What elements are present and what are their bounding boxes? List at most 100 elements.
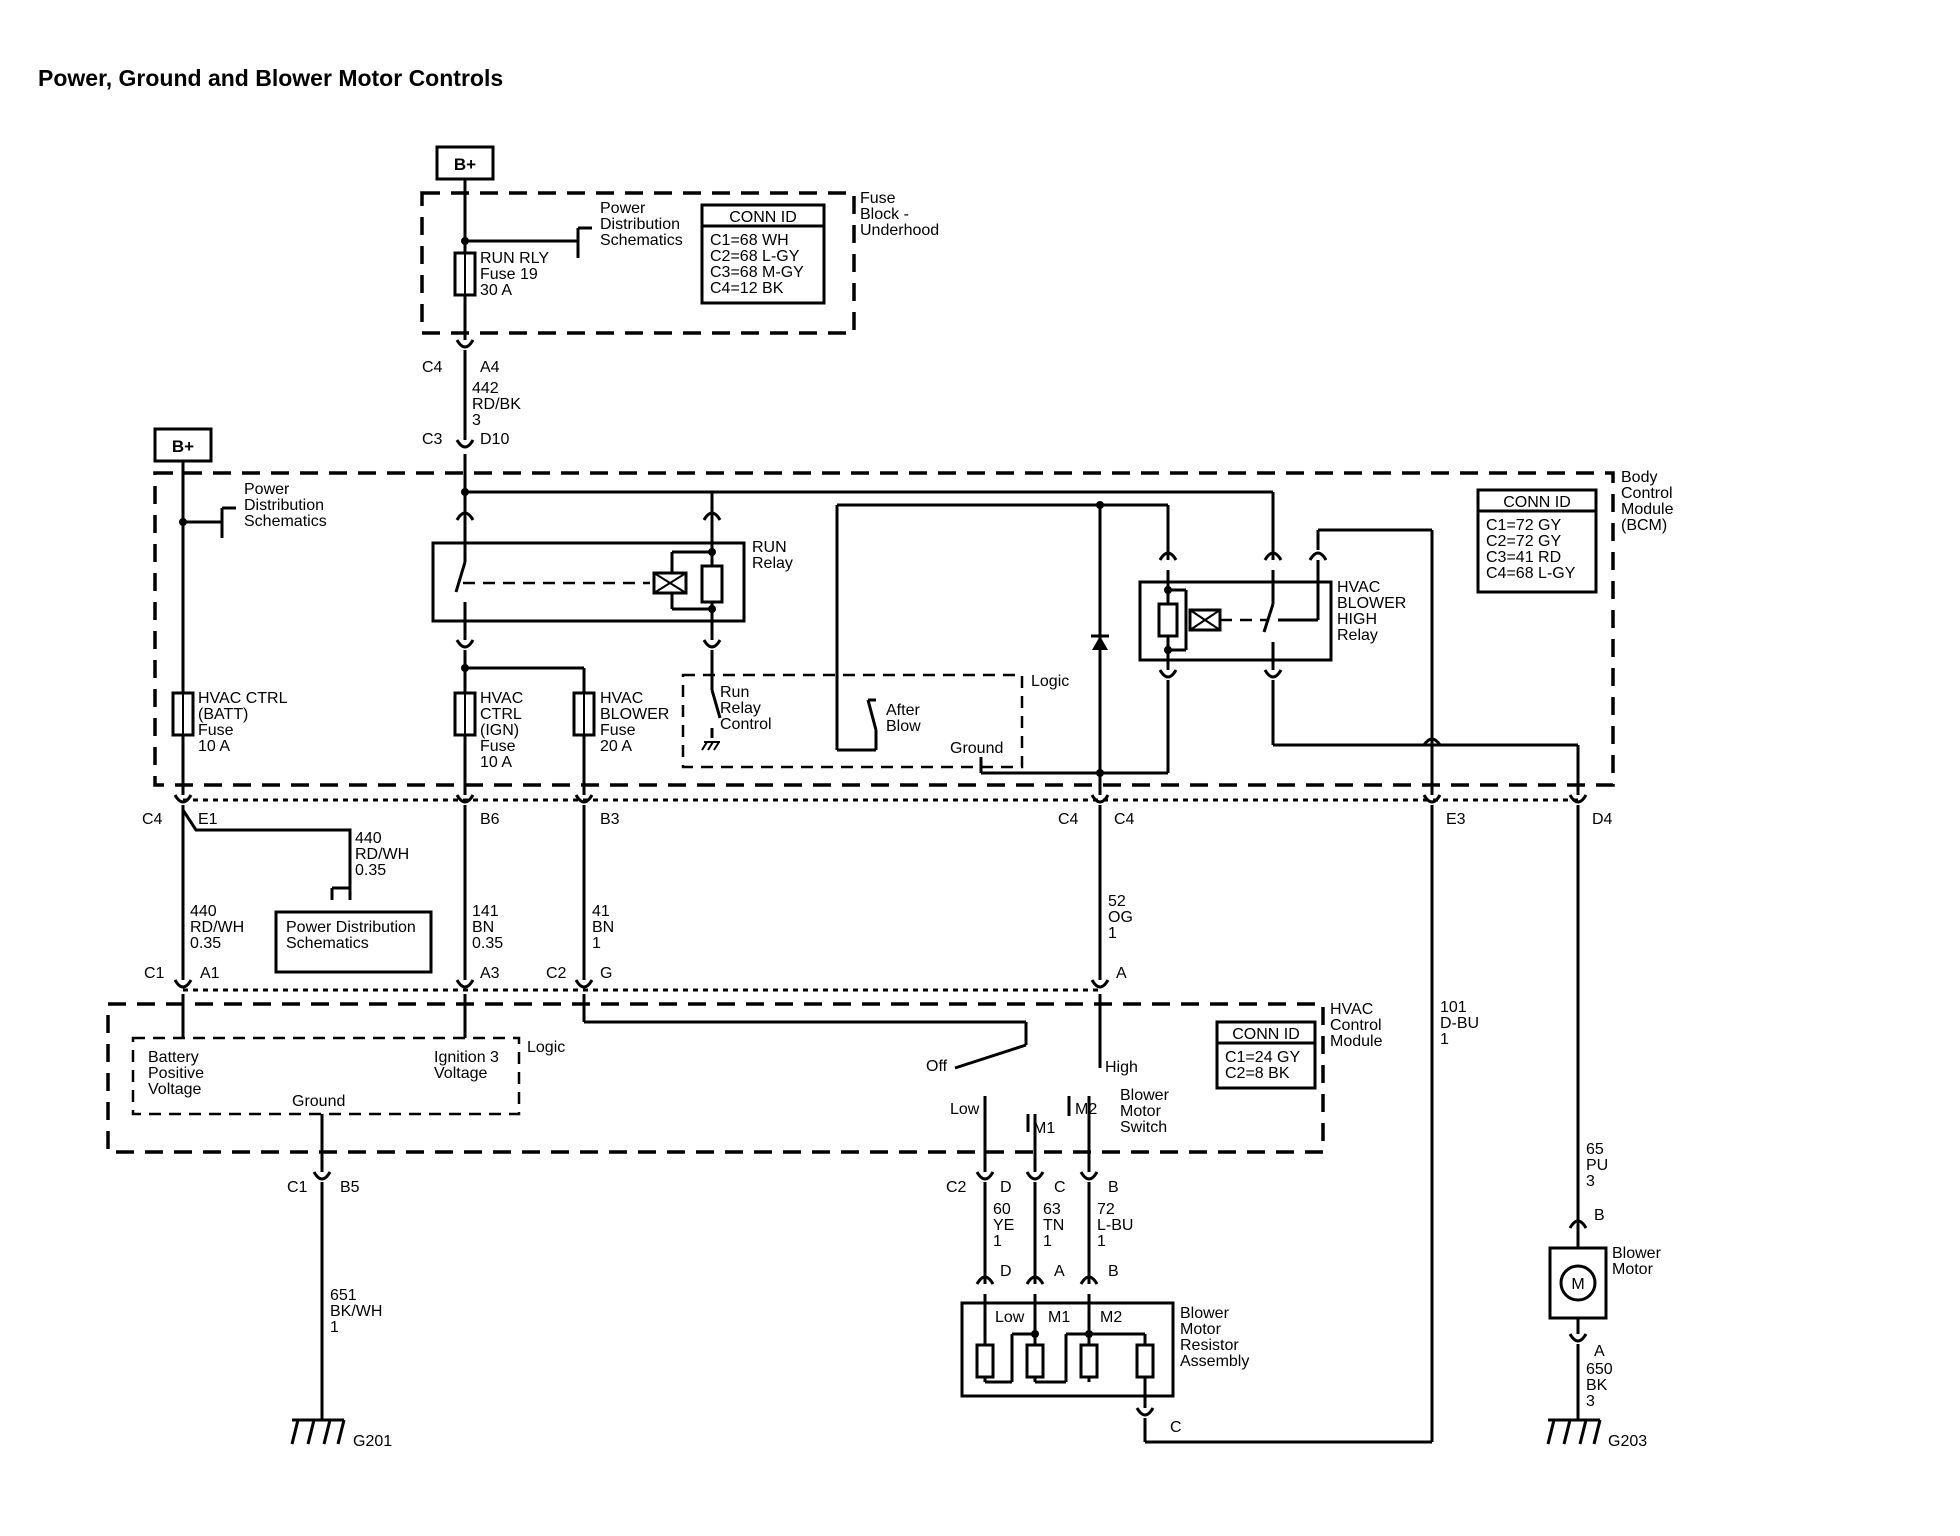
bcm-logic-label: Logic bbox=[1031, 673, 1069, 690]
connector-label: C bbox=[1054, 1179, 1066, 1196]
wire-651-label: 1 bbox=[330, 1319, 339, 1336]
wire-442-label: 442 bbox=[472, 380, 499, 397]
connector-label: E3 bbox=[1446, 811, 1466, 828]
wire-650-label: 650 bbox=[1586, 1361, 1613, 1378]
connector-label: C2 bbox=[946, 1179, 967, 1196]
switch-high-label: High bbox=[1105, 1059, 1138, 1076]
bcm-conn-id-table bbox=[1476, 488, 1598, 594]
wire-72-label: 72 bbox=[1097, 1201, 1115, 1218]
connector-label: A bbox=[1054, 1263, 1065, 1280]
battery-label-left: B+ bbox=[172, 437, 194, 456]
hvac-control-module: HVAC Control Module Logic Battery Positi… bbox=[106, 994, 1383, 1172]
connector-c4-a4-icon bbox=[455, 339, 475, 349]
connector-label: C2 bbox=[546, 965, 567, 982]
resistor-label: Blower bbox=[1180, 1305, 1230, 1322]
run-rly-fuse-label-3: 30 A bbox=[480, 282, 512, 299]
ground-g201-icon bbox=[290, 1418, 346, 1445]
wire-101-label: 1 bbox=[1440, 1031, 1449, 1048]
blower-switch-label: Switch bbox=[1120, 1119, 1167, 1136]
ignition3-label: Voltage bbox=[434, 1065, 487, 1082]
hvac-conn-id-title: CONN ID bbox=[1232, 1026, 1300, 1043]
connector-label: C4 bbox=[142, 811, 163, 828]
wire-52-label: 1 bbox=[1108, 925, 1117, 942]
fuse-block-conn-id-table bbox=[700, 203, 826, 305]
hvac-ctrl-batt-fuse-label: Fuse bbox=[198, 722, 234, 739]
bcm-power-dist-3: Schematics bbox=[244, 513, 327, 530]
wire-440-label: 440 bbox=[190, 903, 217, 920]
switch-low-label: Low bbox=[950, 1101, 980, 1118]
hvac-module-outline bbox=[106, 1002, 1325, 1154]
connector-label: B5 bbox=[340, 1179, 360, 1196]
connector-label: A3 bbox=[480, 965, 500, 982]
resistor-icon bbox=[1079, 1343, 1099, 1379]
resistor-icon bbox=[975, 1343, 995, 1379]
connector-label: A bbox=[1594, 1343, 1605, 1360]
motor-icon bbox=[1559, 1264, 1597, 1302]
bcm-label: (BCM) bbox=[1621, 517, 1667, 534]
wire-63-label: TN bbox=[1043, 1217, 1064, 1234]
power-dist-box-label: Schematics bbox=[286, 935, 369, 952]
bcm-conn-row: C1=72 GY bbox=[1486, 517, 1561, 534]
wire-440-label: 440 bbox=[355, 830, 382, 847]
battery-positive-label: Voltage bbox=[148, 1081, 201, 1098]
bcm-conn-id-title: CONN ID bbox=[1503, 494, 1571, 511]
bcm-label: Body bbox=[1621, 469, 1657, 486]
switch-m2-label: M2 bbox=[1075, 1101, 1097, 1118]
connector-label: B bbox=[1108, 1179, 1119, 1196]
connector-label: C4 bbox=[422, 359, 443, 376]
wire-101-label: 101 bbox=[1440, 999, 1467, 1016]
bcm-outline bbox=[153, 471, 1615, 787]
connector-label: E1 bbox=[198, 811, 218, 828]
wire-63-label: 1 bbox=[1043, 1233, 1052, 1250]
hvac-blower-fuse-label: HVAC bbox=[600, 690, 643, 707]
bcm-logic-box bbox=[681, 673, 1024, 769]
hvac-logic-label: Logic bbox=[527, 1039, 565, 1056]
hvac-module-label: Control bbox=[1330, 1017, 1382, 1034]
wire-72-label: 1 bbox=[1097, 1233, 1106, 1250]
wire-651-label: 651 bbox=[330, 1287, 357, 1304]
connector-label: A1 bbox=[200, 965, 220, 982]
connector-label: C bbox=[1170, 1419, 1182, 1436]
fuse-block-conn-row: C1=68 WH bbox=[710, 232, 789, 249]
wire-440-label: 0.35 bbox=[190, 935, 221, 952]
high-relay-label: HVAC bbox=[1337, 579, 1380, 596]
resistor-icon bbox=[1025, 1343, 1045, 1379]
wire-60-label: YE bbox=[993, 1217, 1014, 1234]
hvac-ctrl-ign-fuse-label: 10 A bbox=[480, 754, 512, 771]
hvac-conn-row: C2=8 BK bbox=[1225, 1065, 1290, 1082]
wire-101-label: D-BU bbox=[1440, 1015, 1479, 1032]
wire-72-label: L-BU bbox=[1097, 1217, 1133, 1234]
high-relay-label: Relay bbox=[1337, 627, 1378, 644]
blower-motor: M Blower Motor bbox=[1548, 1245, 1662, 1320]
resistor-tap-m2: M2 bbox=[1100, 1309, 1122, 1326]
wire-65-label: PU bbox=[1586, 1157, 1608, 1174]
run-relay-control-label: Control bbox=[720, 716, 772, 733]
connector-label: C3 bbox=[422, 431, 443, 448]
wire-52-label: OG bbox=[1108, 909, 1133, 926]
connector-c3-d10-icon bbox=[455, 439, 475, 449]
wire-440-label: 0.35 bbox=[355, 862, 386, 879]
diode-icon bbox=[1092, 636, 1108, 650]
fuse-block-power-dist-3: Schematics bbox=[600, 232, 683, 249]
wire-650-label: BK bbox=[1586, 1377, 1608, 1394]
wire-650-label: 3 bbox=[1586, 1393, 1595, 1410]
switch-m1-label: M1 bbox=[1033, 1120, 1055, 1137]
wire-141-label: 141 bbox=[472, 903, 499, 920]
resistor-tap-m1: M1 bbox=[1048, 1309, 1070, 1326]
connector-label: A4 bbox=[480, 359, 500, 376]
wire-440-label: RD/WH bbox=[190, 919, 244, 936]
hvac-ground-label: Ground bbox=[292, 1093, 345, 1110]
blower-motor-label: Motor bbox=[1612, 1261, 1654, 1278]
connector-label: B bbox=[1594, 1207, 1605, 1224]
bcm-conn-row: C3=41 RD bbox=[1486, 549, 1561, 566]
bcm-label: Control bbox=[1621, 485, 1673, 502]
connector-label: D10 bbox=[480, 431, 509, 448]
resistor-label: Resistor bbox=[1180, 1337, 1239, 1354]
ground-g203-label: G203 bbox=[1608, 1433, 1647, 1450]
hvac-blower-fuse-label: 20 A bbox=[600, 738, 632, 755]
blower-switch-label: Motor bbox=[1120, 1103, 1162, 1120]
bcm-ground-label: Ground bbox=[950, 740, 1003, 757]
connector-label: G bbox=[600, 965, 612, 982]
diagram-title: Power, Ground and Blower Motor Controls bbox=[38, 65, 503, 91]
fuse-block-label-1: Fuse bbox=[860, 190, 896, 207]
